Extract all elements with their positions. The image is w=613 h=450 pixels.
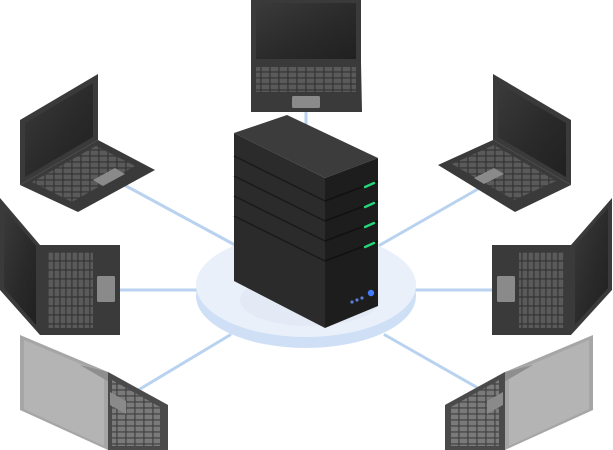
laptop-icon-middle-right (492, 198, 612, 335)
led-3 (363, 221, 376, 229)
link-lower-left (128, 333, 232, 397)
server-rack-icon (233, 115, 379, 328)
power-led (367, 289, 375, 297)
laptop-icon-lower-right (445, 335, 593, 450)
server-status-leds (363, 181, 376, 249)
led-2 (363, 201, 376, 209)
laptop-icon-top (251, 0, 362, 112)
led-1 (363, 181, 376, 189)
led-4 (363, 241, 376, 249)
server-power-indicators (350, 289, 375, 304)
laptop-icon-middle-left (0, 198, 120, 335)
laptop-icon-upper-right (438, 74, 571, 212)
laptop-icon-upper-left (20, 74, 155, 212)
link-lower-right (383, 333, 487, 394)
connection-lines (113, 108, 494, 397)
laptop-icon-lower-left (20, 335, 168, 450)
link-upper-right (378, 183, 487, 247)
link-upper-left (113, 178, 237, 247)
